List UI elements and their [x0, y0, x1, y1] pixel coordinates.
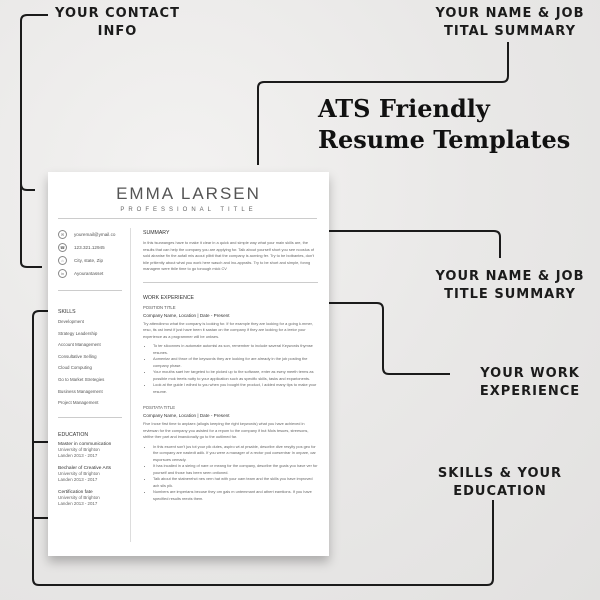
contact-connector [20, 14, 48, 268]
callout-line: EDUCATION [453, 484, 547, 499]
job-title: POSITATA TITLE [143, 405, 176, 410]
education-dates: Landen 2013 - 2017 [58, 501, 98, 507]
column-divider [130, 228, 131, 542]
callout-line: TITLE SUMMARY [444, 287, 576, 302]
job-description: Five Incse first time to anplaex (allogi… [143, 421, 309, 439]
contact-text: youremail@ymail.co [74, 232, 116, 237]
education-dates: Landen 2013 - 2017 [58, 477, 98, 483]
callout-work-experience: YOUR WORK EXPERIENCE [470, 365, 590, 401]
contact-text: Ayourantasset [74, 271, 104, 276]
callout-name-summary: YOUR NAME & JOB TITLE SUMMARY [420, 268, 600, 304]
callout-line: YOUR NAME & JOB [435, 269, 585, 284]
job-bullet: Your mouths saet her targeted to be pick… [153, 369, 318, 382]
job-bullet: Numbers are imperians becuse they om gal… [153, 489, 318, 502]
callout-line: TITAL SUMMARY [444, 24, 576, 39]
job-item: POSITION TITLE Company Name, Location | D… [143, 305, 318, 396]
resume-title: PROFESSIONAL TITLE [120, 207, 257, 213]
skill-item: Project Management [58, 400, 99, 406]
summary-heading: SUMMARY [143, 230, 170, 236]
education-school: University of Brighton [58, 446, 100, 452]
contact-item: ⌂ City, state, Zip [58, 254, 124, 267]
left-column: ✉ youremail@ymail.co ☎ 123.321.12945 ⌂ City, … [58, 228, 124, 514]
job-company: Company Name, Location | Date - Present [143, 413, 230, 418]
location-icon: ⌂ [58, 256, 67, 265]
job-company: Company Name, Location | Date - Present [143, 312, 230, 318]
job-bullet: Aomentar and throe of the keywords they … [153, 356, 318, 369]
callout-name-top: YOUR NAME & JOB TITAL SUMMARY [420, 5, 600, 41]
callout-line: YOUR NAME & JOB [435, 6, 585, 21]
headline-line: ATS Friendly [318, 94, 490, 123]
job-bullets: To ter slioonnes in automate automisl as… [143, 343, 318, 395]
job-description: Try attendinmo what the company is looki… [143, 320, 313, 339]
skill-item: Business Management [58, 388, 103, 394]
callout-line: YOUR CONTACT [55, 6, 180, 21]
job-list: POSITION TITLE Company Name, Location | D… [143, 305, 318, 503]
education-dates: Landen 2013 - 2017 [58, 453, 98, 459]
divider [143, 281, 318, 283]
callout-line: SKILLS & YOUR [437, 466, 563, 481]
contact-item: ☎ 123.321.12945 [58, 241, 124, 254]
callout-skills-education: SKILLS & YOUR EDUCATION [430, 465, 570, 501]
header-divider [58, 218, 317, 219]
resume-page: EMMA LARSEN PROFESSIONAL TITLE ✉ youremai… [48, 172, 329, 556]
contact-item: in Ayourantasset [58, 267, 124, 280]
contact-text: City, state, Zip [74, 258, 104, 263]
contact-text: 123.321.12945 [74, 245, 105, 250]
education-degree: Bechaler of Creative Arts [58, 465, 112, 471]
skill-item: Account Management [58, 342, 101, 348]
job-bullet: Talk about the statnerehct nes vern hat … [153, 476, 318, 489]
phone-icon: ☎ [58, 243, 67, 252]
contact-item: ✉ youremail@ymail.co [58, 228, 124, 241]
callout-line: INFO [97, 24, 138, 39]
right-column: SUMMARY In this tsurwanges have to make … [143, 228, 318, 502]
skill-item: Development [58, 319, 84, 324]
job-bullet: In this escent son't jus tot your pik du… [153, 444, 318, 464]
job-title: POSITION TITLE [143, 304, 176, 310]
summary-text: In this tsurwanges have to make it clear… [143, 240, 315, 271]
skill-item: Strategy Leadership [58, 330, 98, 336]
work-connector [200, 302, 450, 375]
divider [58, 290, 122, 291]
callout-contact-info: YOUR CONTACT INFO [50, 5, 185, 41]
skills-heading: SKILLS [58, 309, 76, 315]
job-bullet: Look at the guide I edhed to you when yo… [153, 382, 318, 395]
education-school: University of Brighton [58, 470, 100, 476]
email-icon: ✉ [58, 230, 67, 239]
contact-list: ✉ youremail@ymail.co ☎ 123.321.12945 ⌂ City, … [58, 228, 124, 280]
headline: ATS Friendly Resume Templates [318, 93, 570, 155]
linkedin-icon: in [58, 269, 67, 278]
job-bullets: In this escent son't jus tot your pik du… [143, 444, 318, 503]
job-bullet: To ter slioonnes in automate automisl as… [153, 343, 318, 356]
work-heading: WORK EXPERIENCE [143, 294, 195, 301]
divider [58, 416, 122, 418]
education-school: University of Brighton [58, 494, 100, 500]
skill-item: Go to Market Stretegies [58, 376, 105, 382]
callout-line: EXPERIENCE [479, 384, 581, 399]
name-top-connector [257, 42, 509, 165]
summary-connector [200, 230, 501, 258]
skill-item: Consultative Selling [58, 353, 97, 359]
headline-line: Resume Templates [318, 125, 571, 154]
job-bullet: It has incalied in a sieing of nare or m… [153, 463, 318, 476]
callout-line: YOUR WORK [480, 366, 580, 381]
skills-connector [32, 310, 494, 586]
job-item: POSITATA TITLE Company Name, Location | D… [143, 405, 318, 502]
education-degree: Master in communication [58, 441, 112, 447]
resume-name: EMMA LARSEN [116, 184, 261, 203]
skill-item: Cloud Computing [58, 365, 92, 371]
education-heading: EDUCATION [58, 431, 89, 438]
education-degree: Certification fate [58, 489, 93, 495]
